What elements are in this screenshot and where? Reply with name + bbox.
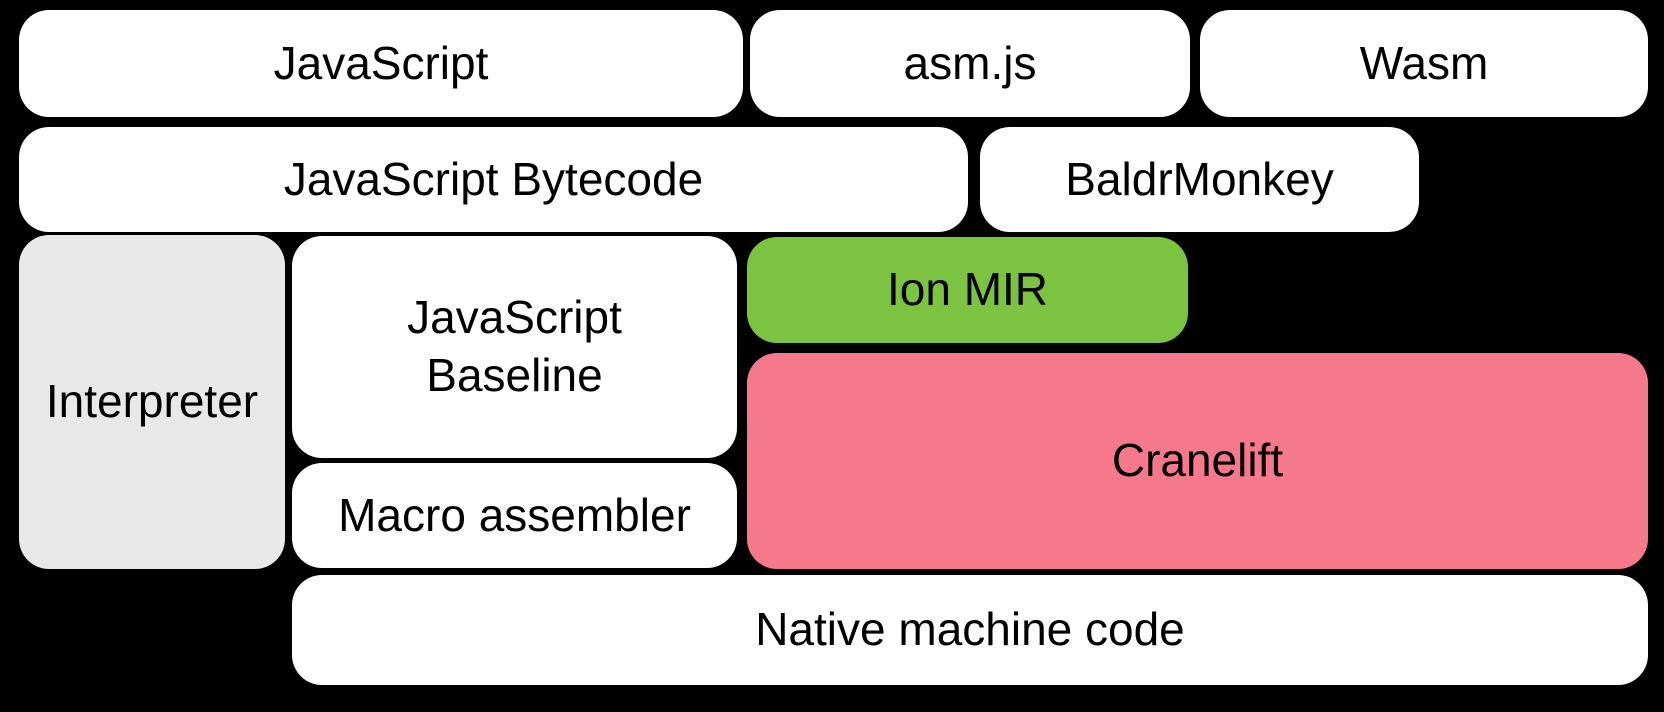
box-interpreter-label: Interpreter	[45, 375, 259, 428]
box-javascript-baseline-label: JavaScript Baseline	[407, 291, 622, 401]
box-ion-mir-label: Ion MIR	[886, 263, 1049, 316]
box-baldrmonkey: BaldrMonkey	[980, 127, 1419, 232]
box-javascript-bytecode: JavaScript Bytecode	[19, 127, 968, 232]
box-cranelift-label: Cranelift	[1111, 434, 1284, 487]
box-javascript: JavaScript	[19, 10, 743, 117]
box-macro-assembler: Macro assembler	[292, 463, 737, 568]
box-macro-assembler-label: Macro assembler	[338, 488, 691, 541]
box-javascript-bytecode-label: JavaScript Bytecode	[283, 152, 704, 205]
box-native-machine-code-label: Native machine code	[755, 603, 1185, 656]
box-ion-mir: Ion MIR	[747, 237, 1188, 343]
box-asmjs: asm.js	[750, 10, 1190, 117]
box-wasm-label: Wasm	[1359, 36, 1489, 89]
box-javascript-label: JavaScript	[273, 36, 489, 89]
box-wasm: Wasm	[1200, 10, 1648, 117]
box-asmjs-label: asm.js	[903, 36, 1037, 89]
box-cranelift: Cranelift	[747, 353, 1648, 569]
box-javascript-baseline: JavaScript Baseline	[292, 236, 737, 458]
box-interpreter: Interpreter	[19, 235, 285, 569]
box-baldrmonkey-label: BaldrMonkey	[1065, 152, 1334, 205]
box-native-machine-code: Native machine code	[292, 575, 1648, 685]
